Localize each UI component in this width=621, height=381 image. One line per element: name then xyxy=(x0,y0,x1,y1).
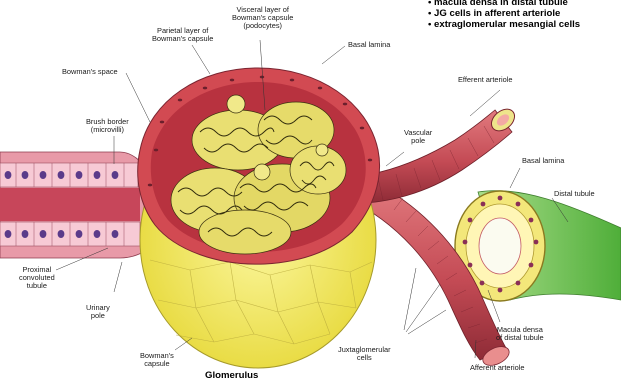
label-macula-densa: Macula densa of distal tubule xyxy=(496,326,544,342)
label-brush-border: Brush border (microvilli) xyxy=(86,118,129,134)
label-efferent-arteriole: Efferent arteriole xyxy=(458,76,513,84)
label-afferent-arteriole: Afferent arteriole xyxy=(470,364,525,372)
label-urinary-pole: Urinary pole xyxy=(86,304,110,320)
key-list: • macula densa in distal tubule • JG cel… xyxy=(428,0,580,30)
label-bowmans-space: Bowman's space xyxy=(62,68,118,76)
label-juxtaglomerular-cells: Juxtaglomerular cells xyxy=(338,346,391,362)
label-bowmans-capsule: Bowman's capsule xyxy=(140,352,174,368)
label-vascular-pole: Vascular pole xyxy=(404,129,432,145)
label-visceral-layer: Visceral layer of Bowman's capsule (podo… xyxy=(232,6,293,30)
label-basal-lamina-top: Basal lamina xyxy=(348,41,390,49)
key-item-mesangial-cells: • extraglomerular mesangial cells xyxy=(428,19,580,30)
label-distal-tubule: Distal tubule xyxy=(554,190,595,198)
distal-tubule xyxy=(455,191,621,301)
key-item-jg-cells: • JG cells in afferent arteriole xyxy=(428,8,580,19)
figure-caption: Glomerulus xyxy=(205,370,258,381)
key-item-macula-densa: • macula densa in distal tubule xyxy=(428,0,580,8)
proximal-convoluted-tubule xyxy=(0,152,150,258)
label-parietal-layer: Parietal layer of Bowman's capsule xyxy=(152,27,213,43)
label-basal-lamina-right: Basal lamina xyxy=(522,157,564,165)
label-proximal-tubule: Proximal convoluted tubule xyxy=(19,266,55,290)
